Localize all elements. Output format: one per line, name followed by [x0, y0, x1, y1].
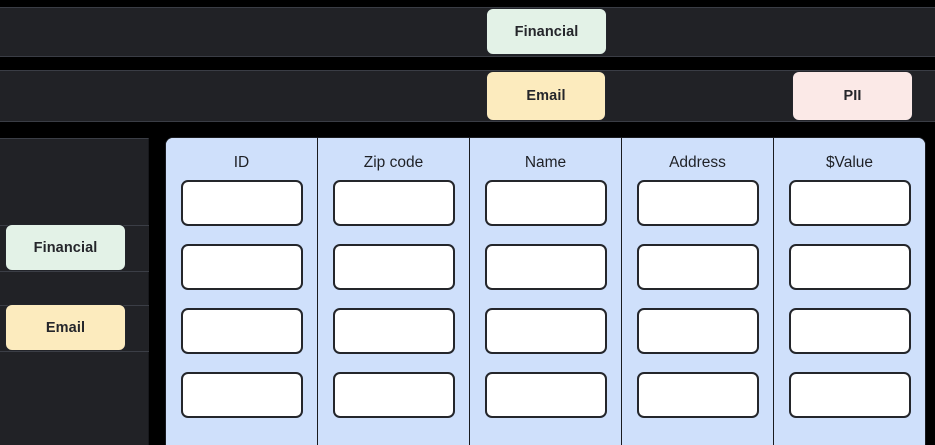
table-column-id: ID: [166, 138, 318, 445]
column-header-address: Address: [669, 154, 726, 171]
table-cell[interactable]: [636, 244, 759, 290]
table-cell[interactable]: [332, 372, 455, 418]
table-cell[interactable]: [788, 372, 911, 418]
column-cells-zip-code: [318, 178, 469, 445]
sidebar-panel: [0, 138, 149, 445]
tag-chip-email-sidebar[interactable]: Email: [5, 304, 126, 351]
tag-band-financial: [0, 7, 935, 57]
table-cell[interactable]: [636, 308, 759, 354]
column-header-zip-code: Zip code: [363, 154, 424, 171]
data-table: ID Zip code Name: [165, 137, 926, 445]
table-cell[interactable]: [788, 244, 911, 290]
table-cell[interactable]: [332, 180, 455, 226]
column-header-value: $Value: [825, 154, 874, 171]
table-column-name: Name: [470, 138, 622, 445]
table-cell[interactable]: [788, 180, 911, 226]
column-header-name: Name: [524, 154, 567, 171]
table-cell[interactable]: [180, 180, 303, 226]
table-cell[interactable]: [180, 372, 303, 418]
column-cells-name: [470, 178, 621, 445]
table-cell[interactable]: [332, 244, 455, 290]
table-cell[interactable]: [788, 308, 911, 354]
table-cell[interactable]: [484, 308, 607, 354]
table-column-address: Address: [622, 138, 774, 445]
table-cell[interactable]: [180, 244, 303, 290]
table-cell[interactable]: [332, 308, 455, 354]
table-cell[interactable]: [484, 372, 607, 418]
tag-chip-email-top[interactable]: Email: [486, 71, 606, 121]
column-cells-value: [774, 178, 925, 445]
table-cell[interactable]: [636, 180, 759, 226]
table-column-zip-code: Zip code: [318, 138, 470, 445]
column-cells-address: [622, 178, 773, 445]
tag-chip-pii-top[interactable]: PII: [792, 71, 913, 121]
tag-band-email: [0, 70, 935, 122]
table-cell[interactable]: [636, 372, 759, 418]
table-column-value: $Value: [774, 138, 925, 445]
table-cell[interactable]: [484, 244, 607, 290]
tag-chip-financial-top[interactable]: Financial: [486, 8, 607, 55]
tag-chip-financial-sidebar[interactable]: Financial: [5, 224, 126, 271]
column-cells-id: [166, 178, 317, 445]
table-cell[interactable]: [180, 308, 303, 354]
table-cell[interactable]: [484, 180, 607, 226]
column-header-id: ID: [233, 154, 250, 171]
